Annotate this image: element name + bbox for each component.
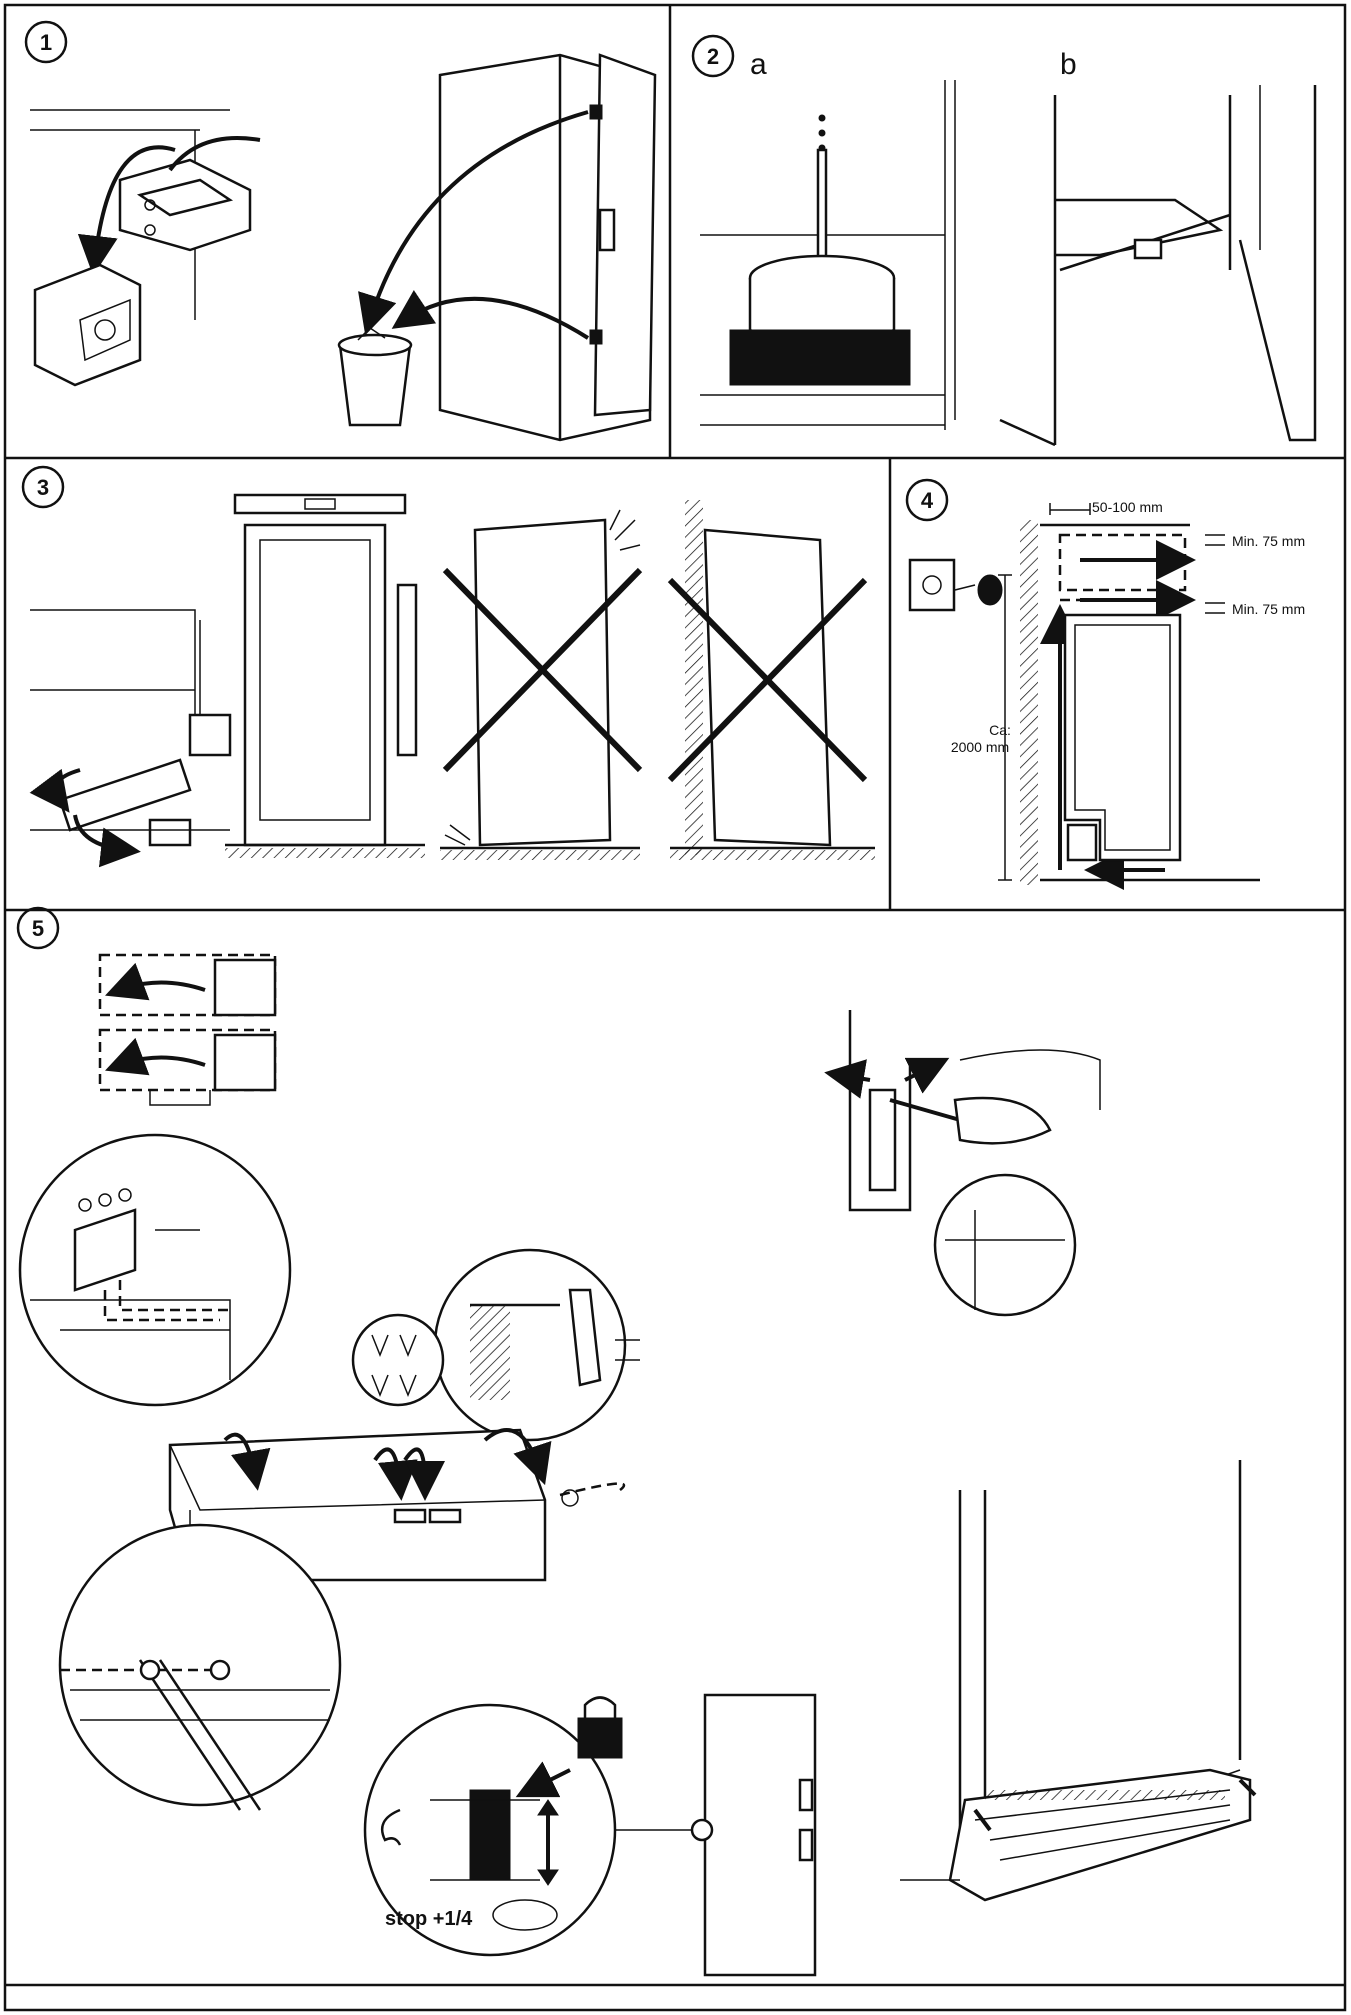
plinth-grille-detail: [900, 1460, 1257, 1902]
stop-label: stop +1/4: [385, 1908, 473, 1930]
panel-5: 5: [16, 906, 1257, 1977]
wall-plugs-zoom: [351, 1313, 445, 1407]
tilted-fridge-2: [667, 500, 875, 860]
spirit-level-icon: [233, 493, 407, 515]
step-1-number: 1: [40, 30, 52, 55]
padlock-icon: [577, 1696, 623, 1759]
level-fridge: [225, 523, 425, 858]
hinge-zoom-top: [18, 1133, 292, 1407]
adjust-foot-detail: [29, 609, 232, 868]
tall-fridge-small: [615, 1693, 817, 1977]
min-mid-label: Min. 75 mm: [1232, 601, 1305, 617]
step-3-badge: [21, 465, 65, 509]
hinge-icon: [30, 109, 261, 320]
screwdriver-icon: [889, 1096, 1052, 1145]
min-clearance-labels: Min. 75 mm Min. 75 mm: [1205, 533, 1305, 617]
height-label-line2: 2000 mm: [951, 739, 1009, 755]
wall-socket-icon: [908, 558, 1003, 612]
panel-1: 1: [24, 20, 657, 442]
step-2-number: 2: [707, 44, 719, 69]
height-dimension: Ca: 2000 mm: [951, 574, 1012, 881]
drain-panel-b: [999, 85, 1317, 447]
min-top-label: Min. 75 mm: [1232, 533, 1305, 549]
handle-removal-detail: [824, 1010, 1101, 1317]
bracket-block: [33, 263, 142, 387]
panel-4: 4 50-100 mm: [905, 478, 1305, 890]
compressor-icon: [700, 80, 956, 430]
door-bins-detail: [98, 953, 277, 1106]
panel-3: 3: [21, 465, 875, 868]
step-4-number: 4: [921, 488, 934, 513]
gap-dimension: 50-100 mm: [1049, 499, 1163, 515]
step-4-badge: [905, 478, 949, 522]
step-2-sub-a: a: [750, 48, 767, 81]
waste-bin-icon: [337, 327, 413, 427]
step-5-number: 5: [32, 916, 44, 941]
step-1-badge: [24, 20, 68, 64]
step-2-badge: [691, 34, 735, 78]
step-2-sub-b: b: [1060, 48, 1077, 81]
fridge-door-open: [358, 53, 657, 442]
step-3-number: 3: [37, 475, 49, 500]
tilted-fridge-1: [440, 509, 643, 860]
built-in-fridge: [1063, 613, 1182, 862]
height-label-line1: Ca:: [989, 722, 1011, 738]
airflow-channels: [1040, 533, 1196, 890]
panel-grid: [3, 3, 1347, 2012]
lock-foot-detail: stop +1/4: [363, 1696, 623, 1957]
hinge-zoom-bottom: [58, 1523, 342, 1811]
step-5-badge: [16, 906, 60, 950]
niche-wall: [1020, 520, 1260, 885]
panel-2: 2 a b: [691, 34, 1317, 447]
hinge-zoom-right: [433, 1248, 640, 1442]
gap-label: 50-100 mm: [1092, 499, 1163, 515]
